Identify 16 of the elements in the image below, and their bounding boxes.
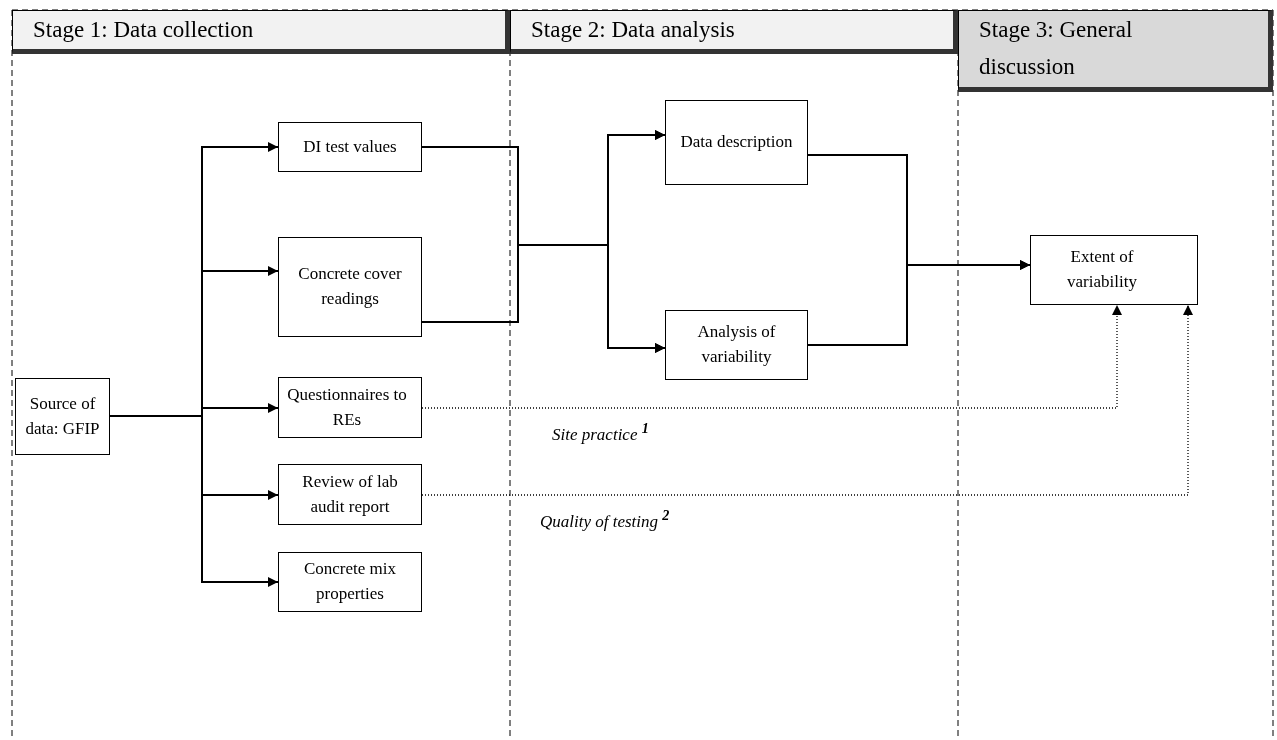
process-box: Analysis of variability [665,310,808,380]
stage-header: Stage 2: Data analysis [510,10,958,54]
process-box: Review of lab audit report [278,464,422,525]
process-box: Concrete cover readings [278,237,422,337]
stage-header: Stage 1: Data collection [12,10,510,54]
process-box: Questionnaires to REs [278,377,422,438]
process-box: Source of data: GFIP [15,378,110,455]
process-box: DI test values [278,122,422,172]
process-box: Data description [665,100,808,185]
process-box: Extent of variability [1030,235,1198,305]
stage-header: Stage 3: General discussion [958,10,1273,92]
edge-label: Quality of testing $^{2}$ [540,507,670,532]
process-box: Concrete mix properties [278,552,422,612]
arrow [807,260,1031,346]
arrow [109,415,279,587]
edge-label: Site practice $^{1}$ [552,420,649,445]
